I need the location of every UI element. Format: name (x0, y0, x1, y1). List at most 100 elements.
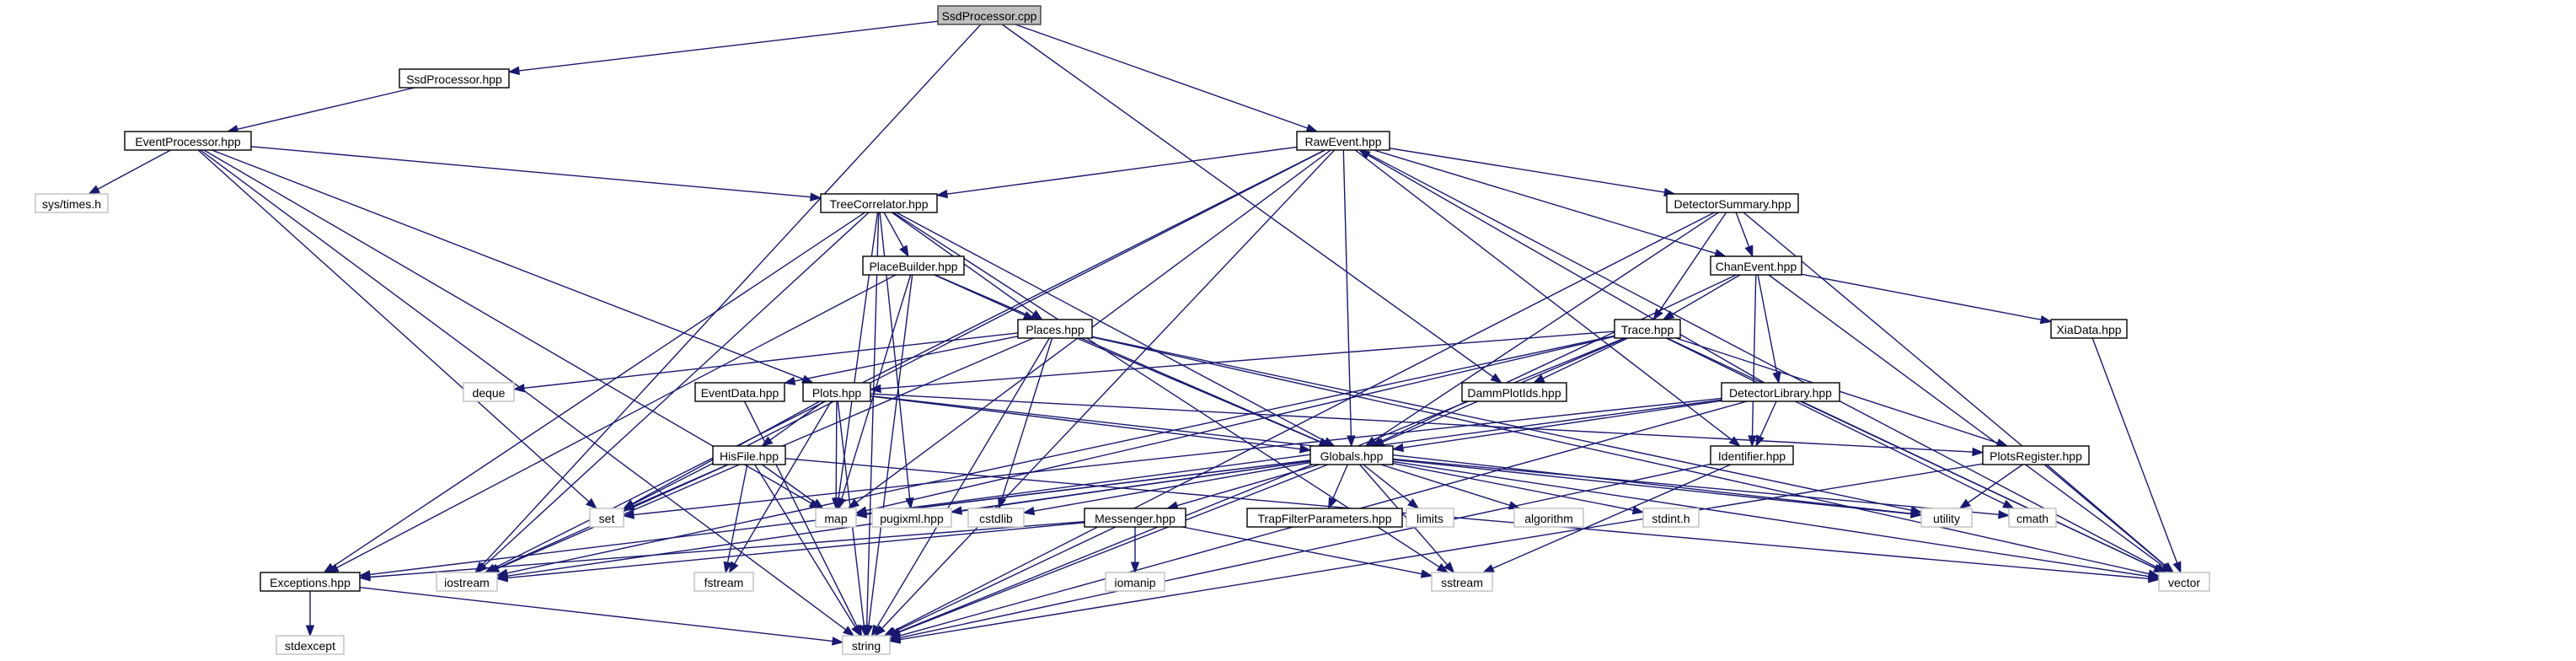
node-label: sys/times.h (42, 197, 101, 211)
node-box[interactable] (1721, 382, 1840, 402)
node-trapfilterparameters-hpp[interactable]: TrapFilterParameters.hpp (1246, 508, 1403, 528)
edge-messenger-hpp-to-sstream (1182, 526, 1433, 578)
edge-line (1735, 212, 1750, 248)
node-box[interactable] (1246, 508, 1403, 528)
node-chanevent-hpp[interactable]: ChanEvent.hpp (1710, 255, 1802, 276)
node-label: algorithm (1524, 512, 1573, 525)
node-box[interactable] (820, 193, 938, 213)
edge-line (1759, 400, 1777, 438)
node-pugixml-hpp: pugixml.hpp (871, 508, 952, 528)
edge-line (1001, 24, 1494, 378)
node-ssdprocessor-hpp[interactable]: SsdProcessor.hpp (399, 68, 510, 89)
node-places-hpp[interactable]: Places.hpp (1017, 319, 1093, 339)
edge-line (835, 400, 838, 499)
arrowhead-icon (1443, 562, 1455, 574)
node-label: DammPlotIds.hpp (1467, 386, 1561, 400)
edge-plots-hpp-to-map (831, 400, 841, 510)
edge-line (883, 212, 904, 248)
edge-messenger-hpp-to-string (884, 526, 1117, 637)
edge-line (1342, 149, 1352, 437)
node-eventdata-hpp[interactable]: EventData.hpp (694, 382, 785, 402)
edge-hisfile-hpp-to-fstream (723, 464, 748, 574)
edge-line (1757, 274, 1778, 373)
edge-hisfile-hpp-to-map (761, 464, 824, 509)
node-box (463, 382, 515, 402)
node-plots-hpp[interactable]: Plots.hpp (802, 382, 871, 402)
arrowhead-icon (831, 637, 844, 646)
node-sys-times-h: sys/times.h (35, 193, 109, 213)
node-detectorlibrary-hpp[interactable]: DetectorLibrary.hpp (1721, 382, 1840, 402)
node-rawevent-hpp[interactable]: RawEvent.hpp (1296, 131, 1390, 151)
edge-detectorlibrary-hpp-to-identifier-hpp (1755, 400, 1777, 448)
node-box[interactable] (1982, 445, 2090, 465)
node-dammplotids-hpp[interactable]: DammPlotIds.hpp (1461, 382, 1567, 402)
node-box[interactable] (712, 445, 786, 465)
node-box[interactable] (1710, 255, 1802, 276)
arrowhead-icon (1305, 123, 1319, 132)
node-box[interactable] (1710, 445, 1794, 465)
node-box (1920, 508, 1973, 528)
arrowhead-icon (888, 635, 902, 644)
node-box[interactable] (1296, 131, 1390, 151)
node-xiadata-hpp[interactable]: XiaData.hpp (2050, 319, 2128, 339)
node-identifier-hpp[interactable]: Identifier.hpp (1710, 445, 1794, 465)
node-box[interactable] (1084, 508, 1186, 528)
arrowhead-icon (358, 572, 371, 582)
node-label: sstream (1441, 576, 1483, 589)
node-box (842, 635, 891, 655)
edge-globals-hpp-to-stdint-h (1392, 462, 1645, 515)
node-box[interactable] (1614, 319, 1681, 339)
arrowhead-icon (1490, 373, 1502, 384)
edge-rawevent-hpp-to-globals-hpp (1342, 149, 1356, 448)
node-detectorsummary-hpp[interactable]: DetectorSummary.hpp (1666, 193, 1799, 213)
node-treecorrelator-hpp[interactable]: TreeCorrelator.hpp (820, 193, 938, 213)
arrowhead-icon (1420, 569, 1433, 578)
node-box[interactable] (1017, 319, 1093, 339)
edge-line (97, 149, 171, 190)
node-box (2158, 572, 2210, 592)
edge-line (1800, 400, 2156, 569)
edge-trace-hpp-to-plots-hpp (869, 330, 1615, 394)
edge-xiadata-hpp-to-vector (2091, 337, 2182, 574)
node-box[interactable] (802, 382, 871, 402)
node-globals-hpp[interactable]: Globals.hpp (1309, 445, 1394, 465)
node-box[interactable] (937, 5, 1042, 25)
edge-line (1666, 337, 2006, 505)
node-box[interactable] (2050, 319, 2128, 339)
node-box[interactable] (260, 572, 361, 592)
edge-places-hpp-to-globals-hpp (1076, 337, 1331, 447)
arrowhead-icon (1995, 438, 2009, 448)
node-box[interactable] (1309, 445, 1394, 465)
node-box[interactable] (1461, 382, 1567, 402)
edge-plotsregister-hpp-to-vector (2046, 464, 2175, 573)
node-messenger-hpp[interactable]: Messenger.hpp (1084, 508, 1186, 528)
node-box[interactable] (124, 131, 252, 151)
edge-placebuilder-hpp-to-exceptions-hpp (326, 274, 897, 573)
node-trace-hpp[interactable]: Trace.hpp (1614, 319, 1681, 339)
node-box[interactable] (862, 255, 965, 276)
edge-line (880, 330, 1615, 390)
arrowhead-icon (1407, 498, 1420, 509)
edge-line (506, 335, 1615, 574)
edge-line (523, 332, 1019, 390)
arrowhead-icon (869, 384, 881, 394)
edge-line (237, 87, 415, 130)
node-label: Exceptions.hpp (270, 576, 351, 589)
arrowhead-icon (1958, 498, 1971, 509)
node-box[interactable] (1666, 193, 1799, 213)
node-plotsregister-hpp[interactable]: PlotsRegister.hpp (1982, 445, 2090, 465)
edge-line (785, 458, 2150, 580)
node-stdexcept: stdexcept (276, 635, 345, 655)
arrowhead-icon (884, 626, 897, 637)
arrowhead-icon (810, 192, 822, 202)
edge-ssdprocessor-cpp-to-ssdprocessor-hpp (507, 20, 939, 76)
node-exceptions-hpp[interactable]: Exceptions.hpp (260, 572, 361, 592)
arrowhead-icon (1130, 562, 1140, 574)
node-box[interactable] (694, 382, 785, 402)
node-placebuilder-hpp[interactable]: PlaceBuilder.hpp (862, 255, 965, 276)
node-ssdprocessor-cpp[interactable]: SsdProcessor.cpp (937, 5, 1042, 25)
node-eventprocessor-hpp[interactable]: EventProcessor.hpp (124, 131, 252, 151)
edge-line (506, 522, 1085, 579)
node-box[interactable] (399, 68, 510, 89)
node-hisfile-hpp[interactable]: HisFile.hpp (712, 445, 786, 465)
